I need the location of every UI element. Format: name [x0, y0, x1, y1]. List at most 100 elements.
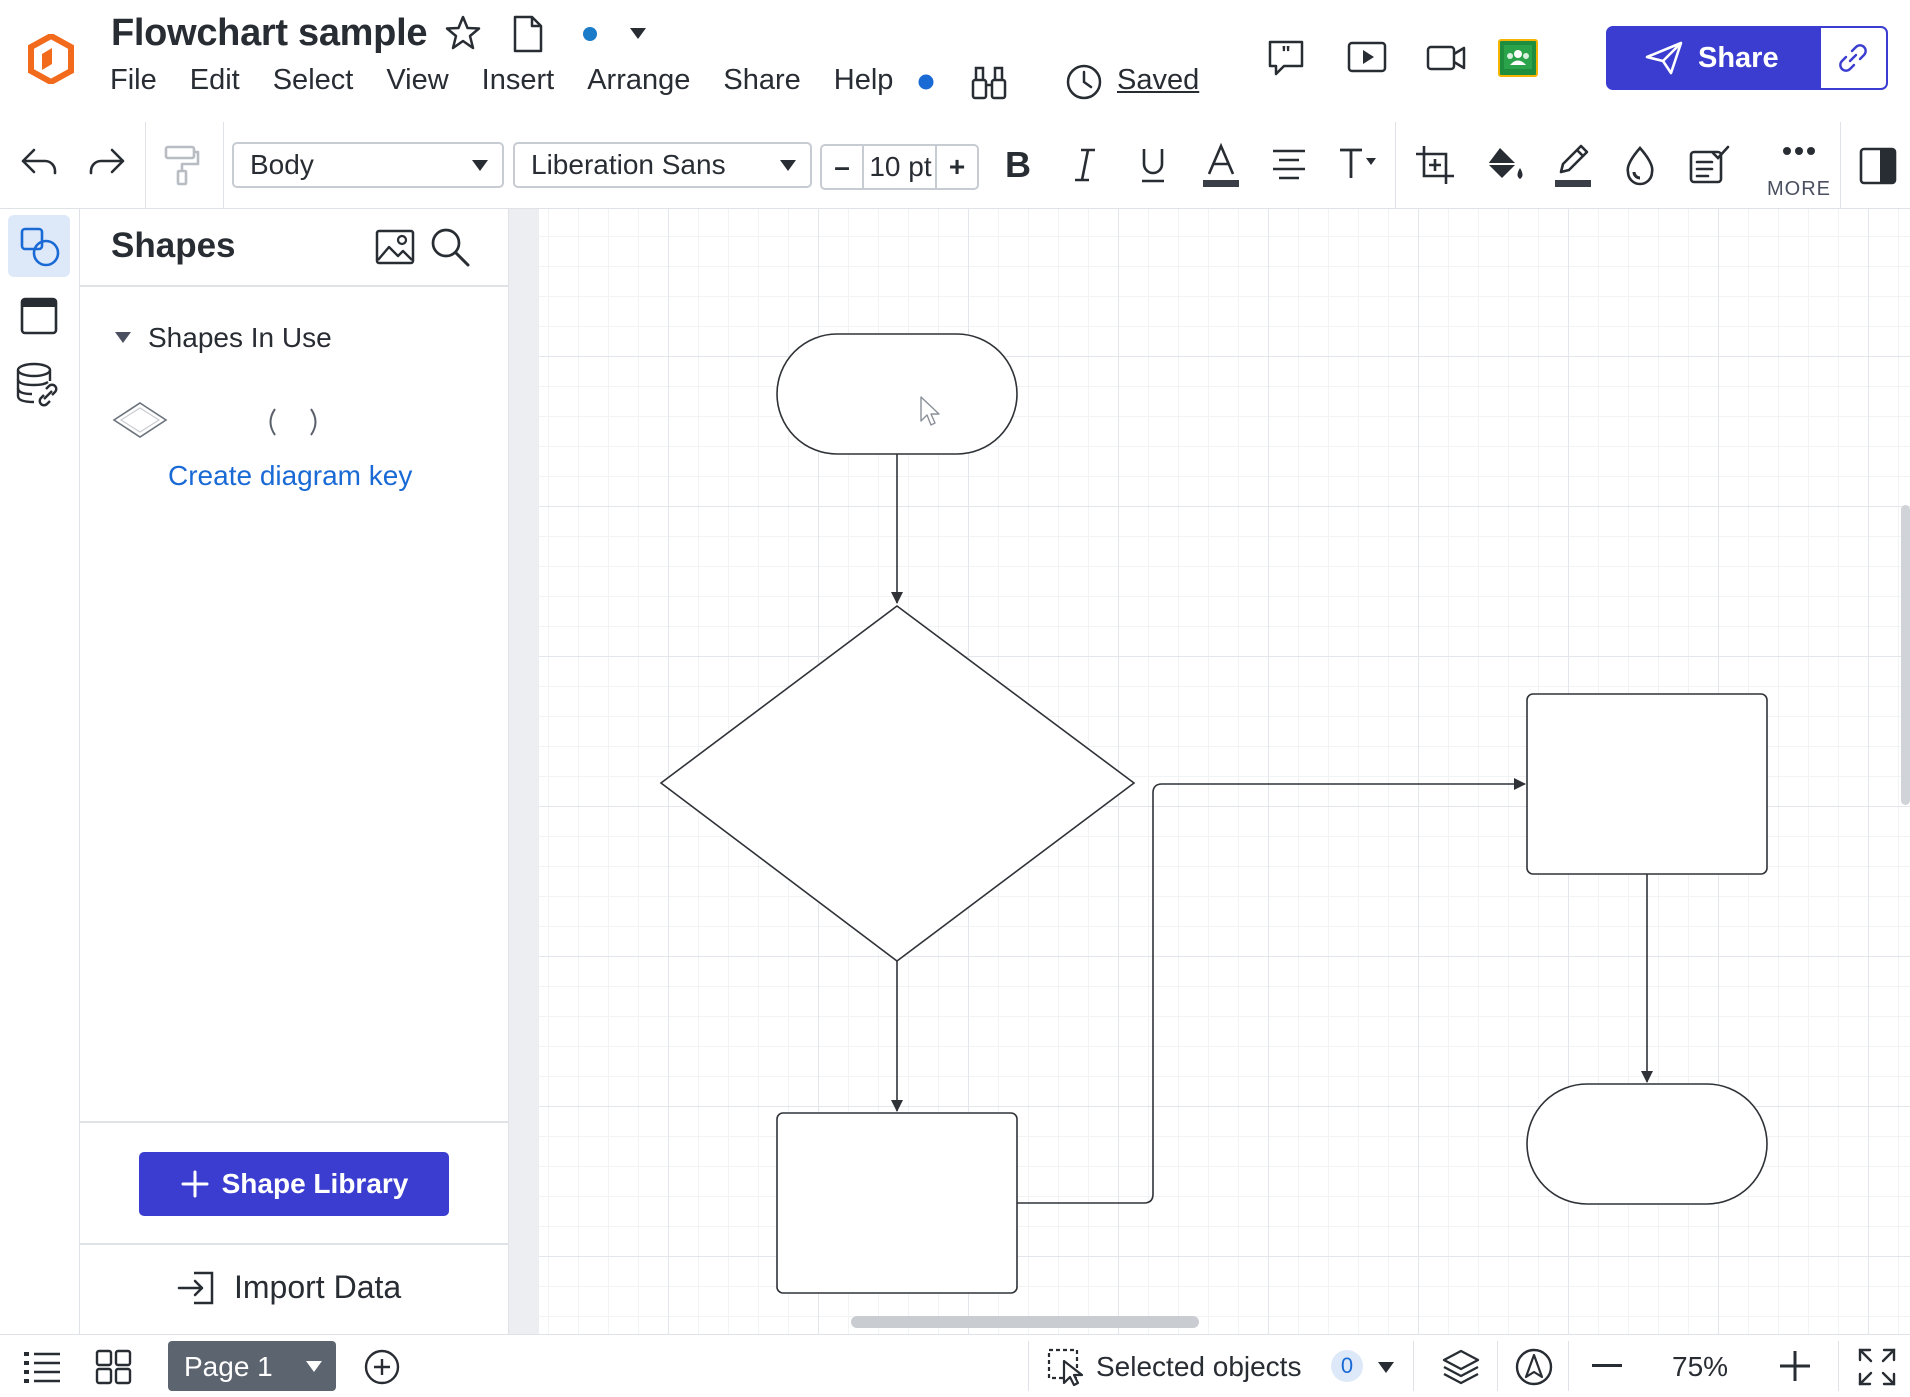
database-link-icon	[8, 355, 70, 417]
font-size-stepper: – 10 pt +	[820, 144, 979, 190]
copy-link-button[interactable]	[1820, 28, 1886, 88]
data-checklist-icon[interactable]	[1688, 144, 1730, 186]
selected-objects-chevron-icon[interactable]	[1378, 1362, 1394, 1373]
text-align-icon[interactable]	[1270, 146, 1308, 182]
font-size-decrease-button[interactable]: –	[822, 146, 864, 188]
grid-view-icon[interactable]	[94, 1348, 134, 1386]
right-panel-toggle-icon[interactable]	[1858, 146, 1898, 186]
format-painter-icon[interactable]	[162, 144, 202, 186]
document-title[interactable]: Flowchart sample	[111, 12, 428, 54]
list-view-icon[interactable]	[22, 1348, 62, 1386]
shapes-panel: Shapes Shapes In Use Create diagram key …	[80, 209, 509, 1334]
font-size-input[interactable]: 10 pt	[869, 151, 932, 182]
shape-library-button[interactable]: Shape Library	[139, 1152, 449, 1216]
collapse-triangle-icon[interactable]	[114, 331, 132, 345]
text-style-value: Body	[250, 149, 314, 180]
menu-bar: File Edit Select View Insert Arrange Sha…	[110, 64, 905, 97]
lucidchart-logo-icon[interactable]	[28, 34, 74, 84]
plus-icon	[180, 1169, 210, 1199]
chevron-down-icon	[780, 160, 796, 171]
shapes-panel-title: Shapes	[111, 226, 236, 265]
presence-dot-icon	[582, 26, 598, 42]
page-tab[interactable]: Page 1	[168, 1341, 336, 1391]
window-icon	[8, 285, 70, 347]
text-color-icon[interactable]	[1201, 142, 1241, 190]
menu-help[interactable]: Help	[833, 64, 894, 96]
text-style-select[interactable]: Body	[232, 142, 504, 188]
font-family-value: Liberation Sans	[531, 149, 726, 180]
selected-objects-label[interactable]: Selected objects	[1096, 1351, 1302, 1382]
search-icon[interactable]	[429, 226, 471, 268]
shapes-in-use-header[interactable]: Shapes In Use	[148, 322, 332, 353]
zoom-out-icon[interactable]	[1590, 1363, 1624, 1369]
more-dots-icon[interactable]	[1782, 144, 1816, 158]
create-diagram-key-link[interactable]: Create diagram key	[168, 460, 413, 491]
zoom-level[interactable]: 75%	[1672, 1351, 1729, 1382]
document-icon[interactable]	[512, 14, 544, 54]
underline-icon[interactable]	[1136, 144, 1170, 186]
flowchart-end-terminator[interactable]	[1526, 1083, 1768, 1205]
zoom-in-icon[interactable]	[1778, 1349, 1812, 1383]
opacity-icon[interactable]	[1624, 144, 1656, 186]
menu-share[interactable]: Share	[723, 64, 801, 96]
font-size-increase-button[interactable]: +	[935, 146, 977, 188]
layers-icon[interactable]	[1441, 1347, 1481, 1387]
menu-arrange[interactable]: Arrange	[587, 64, 691, 96]
present-icon[interactable]	[1346, 38, 1388, 78]
templates-panel-button[interactable]	[8, 285, 70, 347]
terminator-shape-icon[interactable]	[263, 405, 323, 439]
title-dropdown-icon[interactable]	[629, 27, 647, 41]
import-data-button[interactable]: Import Data	[176, 1269, 401, 1306]
share-button[interactable]: Share	[1606, 26, 1888, 90]
menu-select[interactable]: Select	[272, 64, 354, 96]
redo-icon[interactable]	[86, 144, 128, 182]
data-linking-button[interactable]	[8, 355, 70, 417]
video-call-icon[interactable]	[1425, 40, 1467, 76]
chevron-down-icon	[472, 160, 488, 171]
decision-shape-icon[interactable]	[110, 400, 170, 440]
menu-insert[interactable]: Insert	[481, 64, 555, 96]
fill-color-icon[interactable]	[1482, 144, 1526, 186]
star-icon[interactable]	[443, 13, 483, 53]
crop-position-icon[interactable]	[1414, 144, 1456, 186]
vertical-scrollbar[interactable]	[1901, 505, 1910, 805]
clock-icon	[1065, 63, 1103, 101]
saved-status[interactable]: Saved	[1117, 64, 1200, 96]
connector-process-to-right-box[interactable]	[1017, 778, 1526, 1204]
italic-icon[interactable]	[1068, 144, 1102, 186]
shape-library-label: Shape Library	[221, 1168, 409, 1199]
flowchart-start-terminator[interactable]	[776, 333, 1018, 455]
text-options-icon[interactable]	[1336, 144, 1378, 184]
navigation-icon[interactable]	[1514, 1347, 1554, 1387]
bold-icon[interactable]: B	[1001, 144, 1035, 186]
share-button-label: Share	[1698, 41, 1779, 74]
line-color-icon[interactable]	[1553, 140, 1593, 190]
menu-file[interactable]: File	[110, 64, 157, 96]
comments-icon[interactable]: "	[1266, 38, 1306, 78]
import-data-label: Import Data	[234, 1269, 402, 1305]
selection-cursor-icon	[1046, 1347, 1088, 1387]
fullscreen-icon[interactable]	[1857, 1347, 1897, 1387]
undo-icon[interactable]	[18, 144, 60, 182]
menu-view[interactable]: View	[386, 64, 449, 96]
add-page-icon[interactable]	[363, 1348, 401, 1386]
flowchart-process-box-right[interactable]	[1526, 693, 1768, 875]
app-header: Flowchart sample File Edit Select View I…	[0, 0, 1910, 123]
mouse-cursor-icon	[920, 396, 940, 426]
shapes-panel-button[interactable]	[8, 215, 70, 277]
flowchart-decision-diamond[interactable]	[659, 605, 1136, 963]
horizontal-scrollbar[interactable]	[851, 1316, 1199, 1328]
font-family-select[interactable]: Liberation Sans	[513, 142, 812, 188]
bottom-bar: Page 1 Selected objects 0 75%	[0, 1334, 1910, 1397]
binoculars-icon[interactable]	[970, 63, 1008, 101]
image-icon[interactable]	[374, 227, 416, 267]
menu-edit[interactable]: Edit	[189, 64, 240, 96]
more-label[interactable]: MORE	[1767, 178, 1831, 200]
import-icon	[176, 1270, 216, 1306]
page-menu-chevron-icon[interactable]	[306, 1361, 322, 1372]
google-classroom-icon[interactable]	[1498, 39, 1538, 77]
diagram-canvas[interactable]	[539, 209, 1910, 1334]
share-main[interactable]: Share	[1608, 28, 1821, 88]
svg-text:": "	[1281, 43, 1290, 65]
flowchart-process-box-left[interactable]	[776, 1112, 1018, 1294]
